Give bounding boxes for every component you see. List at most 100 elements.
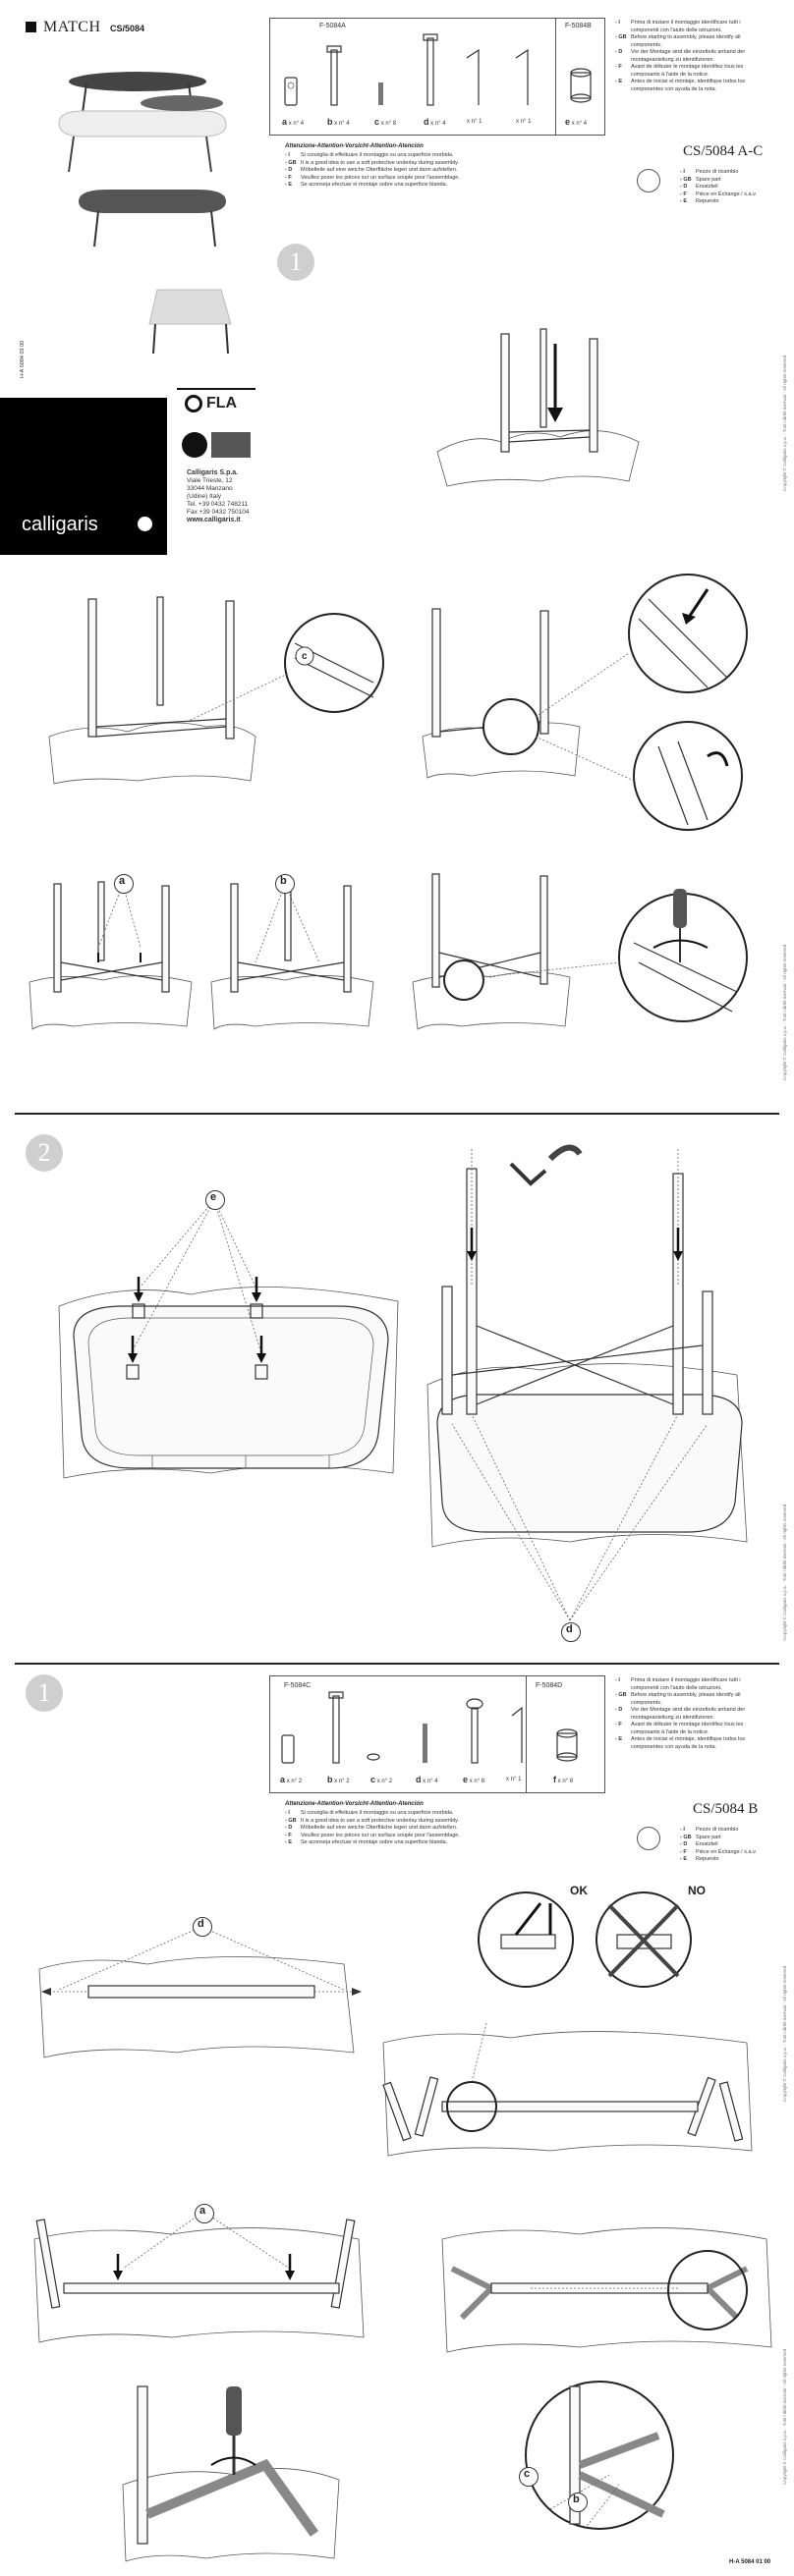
stepb-legs-rail-drawing bbox=[382, 2023, 753, 2157]
part-code-c: F-5084C bbox=[284, 1682, 312, 1689]
stepb-tighten-drawing bbox=[122, 2385, 340, 2562]
part-b-qty-e: x n° 8 bbox=[469, 1779, 485, 1784]
copyright-vertical-3: Copyright © Calligaris s.p.a. - Tutti i … bbox=[782, 1504, 787, 1640]
section-separator-2 bbox=[15, 1663, 779, 1665]
callout-e-icon bbox=[205, 1190, 225, 1210]
fla-logo: FLA bbox=[177, 388, 255, 419]
stepb-screws-drawing bbox=[33, 2211, 365, 2343]
model-code-header: CS/5084 bbox=[110, 24, 145, 33]
part-b-letter-a: a bbox=[280, 1775, 286, 1784]
address-line-5: Fax +39 0432 750104 bbox=[187, 509, 250, 516]
stepb-rail-drawing bbox=[38, 1926, 362, 2058]
parts-box-a: F-5084A F-5084B a x n° 4 b x n° 4 c x n°… bbox=[269, 18, 605, 136]
model-code-first: CS/5084 A-C bbox=[683, 143, 764, 159]
spare-part-icon-b bbox=[637, 1827, 660, 1850]
callout-a-2: a bbox=[199, 2205, 206, 2217]
callout-a-1-icon bbox=[114, 874, 134, 894]
parts-box-b: F-5084C F-5084D a x n° 2 b x n° 2 c x n°… bbox=[269, 1675, 605, 1793]
part-b-qty-b: x n° 2 bbox=[334, 1779, 350, 1784]
part-b-letter-d: d bbox=[416, 1775, 422, 1784]
part-letter-e: e bbox=[565, 117, 571, 127]
stepb-folded-drawing bbox=[441, 2227, 772, 2353]
section-separator-1 bbox=[15, 1113, 779, 1115]
address-line-4: Tel. +39 0432 748211 bbox=[187, 501, 249, 508]
part-qty-a: x n° 4 bbox=[288, 121, 305, 127]
company-website[interactable]: www.calligaris.it bbox=[187, 517, 241, 523]
part-qty-b: x n° 4 bbox=[334, 121, 350, 127]
copyright-vertical-5: Copyright © Calligaris s.p.a. - Tutti i … bbox=[782, 2348, 787, 2485]
callout-d-1: d bbox=[566, 1623, 573, 1635]
address-line-2: 33044 Manzano bbox=[187, 485, 233, 492]
callout-b-2-icon bbox=[568, 2493, 588, 2512]
attention-title-a: Attenzione-Attention-Vorsicht-Attention-… bbox=[285, 143, 424, 149]
brand-title: MATCH bbox=[43, 19, 101, 35]
copyright-vertical-1: Copyright © Calligaris s.p.a. - Tutti i … bbox=[782, 355, 787, 491]
company-info: Calligaris S.p.a. Viale Trieste, 12 3304… bbox=[187, 469, 285, 524]
no-label: NO bbox=[688, 1884, 706, 1897]
cert-badge-2-icon bbox=[211, 432, 251, 458]
copyright-vertical-2: Copyright © Calligaris s.p.a. - Tutti i … bbox=[782, 944, 787, 1080]
parts-drawings-b bbox=[281, 1691, 578, 1764]
part-letter-c: c bbox=[374, 117, 380, 127]
part-letter-a: a bbox=[282, 117, 288, 127]
callout-c-2: c bbox=[524, 2468, 531, 2480]
callout-a-1: a bbox=[119, 875, 126, 887]
part-b-letter-e: e bbox=[463, 1775, 469, 1784]
part-qty-key-2: x n° 1 bbox=[516, 119, 532, 125]
brand-block: calligaris bbox=[0, 398, 167, 555]
callout-d-2: d bbox=[198, 1918, 204, 1930]
company-name: Calligaris S.p.a. bbox=[187, 469, 239, 476]
part-qty-e: x n° 4 bbox=[571, 121, 588, 127]
logo-dot-icon bbox=[138, 517, 152, 531]
part-b-qty-d: x n° 4 bbox=[423, 1779, 438, 1784]
callout-b-2: b bbox=[573, 2494, 580, 2505]
product-photos bbox=[58, 72, 232, 355]
callout-e: e bbox=[210, 1191, 217, 1203]
vertical-doc-code: H-A 5084 03 00 bbox=[20, 340, 26, 378]
callout-b-1-icon bbox=[275, 874, 295, 894]
fla-circle-icon bbox=[185, 395, 202, 412]
part-b-qty-a: x n° 2 bbox=[286, 1779, 303, 1784]
part-code-b: F-5084B bbox=[565, 23, 592, 29]
header-square-icon bbox=[26, 22, 36, 32]
part-letter-d: d bbox=[424, 117, 429, 127]
cert-badge-icon bbox=[182, 432, 207, 458]
model-code-second: CS/5084 B bbox=[693, 1801, 759, 1817]
step2-base-drawing bbox=[426, 1144, 748, 1621]
step1-drawing-tighten bbox=[412, 873, 748, 1030]
box-divider-b bbox=[526, 1676, 527, 1792]
calligaris-logo: calligaris bbox=[22, 514, 98, 535]
step1-drawing-b bbox=[210, 881, 374, 1030]
callout-b-1: b bbox=[280, 875, 287, 887]
fla-text: FLA bbox=[206, 395, 238, 411]
part-code-a: F-5084A bbox=[319, 23, 346, 29]
part-b-letter-c: c bbox=[370, 1775, 376, 1784]
footer-doc-code: H-A 5084 01 00 bbox=[729, 2559, 771, 2565]
spare-part-icon bbox=[637, 169, 660, 192]
step1-main-drawing bbox=[436, 328, 640, 487]
parts-drawings-a bbox=[284, 33, 592, 106]
step-number-1: 1 bbox=[277, 244, 314, 281]
address-line-1: Viale Trieste, 12 bbox=[187, 477, 233, 484]
part-qty-c: x n° 8 bbox=[380, 121, 397, 127]
copyright-vertical-4: Copyright © Calligaris s.p.a. - Tutti i … bbox=[782, 1965, 787, 2102]
step1-drawing-a bbox=[28, 881, 193, 1030]
product-table-top-dark bbox=[69, 72, 206, 91]
stepb-zoom-bc-drawing bbox=[525, 2381, 674, 2530]
step-number-2: 2 bbox=[26, 1134, 63, 1172]
part-b-qty-c: x n° 2 bbox=[376, 1779, 393, 1784]
step1-drawing-zoom-right bbox=[422, 574, 748, 831]
ok-no-comparison bbox=[478, 1891, 692, 1988]
part-letter-b: b bbox=[327, 117, 333, 127]
part-b-qty-key: x n° 1 bbox=[506, 1777, 522, 1782]
callout-c-2-icon bbox=[519, 2467, 539, 2487]
attention-title-b: Attenzione-Attention-Vorsicht-Attention-… bbox=[285, 1801, 424, 1807]
callout-d-2-icon bbox=[193, 1917, 212, 1937]
ok-label: OK bbox=[570, 1884, 588, 1897]
part-code-d: F-5084D bbox=[536, 1682, 563, 1689]
step1-drawing-c bbox=[48, 596, 384, 785]
attention-notes-a: Attenzione-Attention-Vorsicht-Attention-… bbox=[285, 143, 599, 190]
